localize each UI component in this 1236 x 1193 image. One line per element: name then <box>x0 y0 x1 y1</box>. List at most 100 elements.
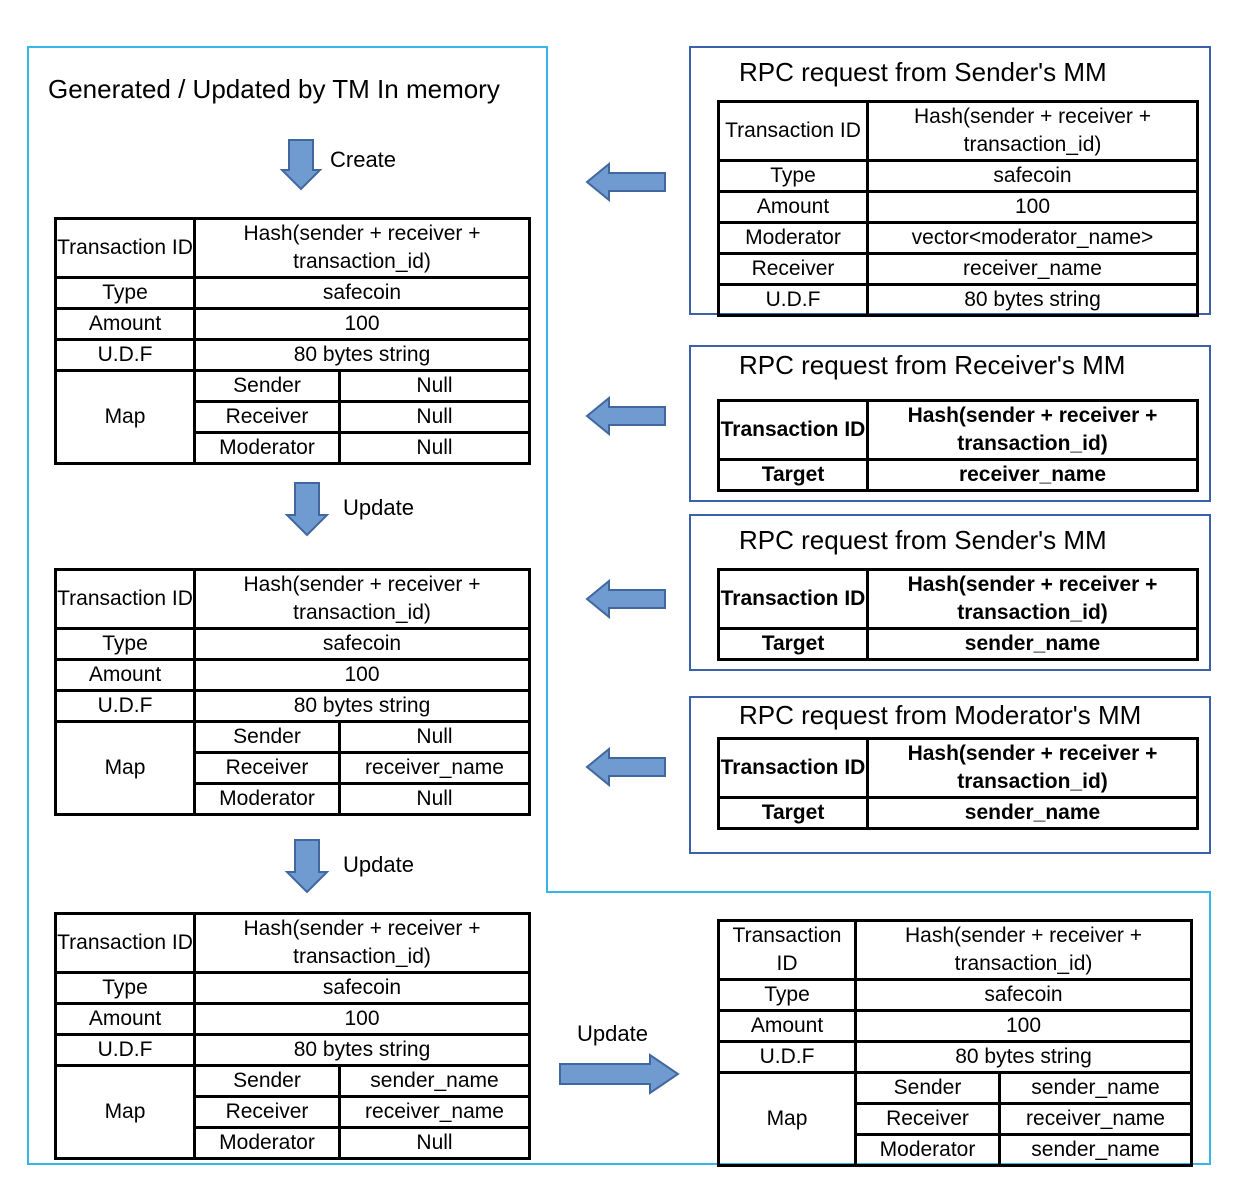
table-row: Transaction ID Hash(sender + receiver + … <box>54 912 531 974</box>
row-value: 100 <box>193 1002 531 1036</box>
row-label: Target <box>717 627 869 661</box>
row-value: 80 bytes string <box>854 1040 1193 1074</box>
step-label-final-update: Update <box>577 1021 648 1046</box>
table-row: Transaction ID Hash(sender + receiver + … <box>717 568 1199 630</box>
table-row: Transaction ID Hash(sender + receiver + … <box>717 919 1193 981</box>
rpc-title: RPC request from Sender's MM <box>739 57 1107 87</box>
map-label: Map <box>54 369 196 465</box>
row-value: safecoin <box>193 627 531 661</box>
row-value: receiver_name <box>866 252 1199 286</box>
map-role: Receiver <box>193 1095 341 1129</box>
map-value: Null <box>338 369 531 403</box>
row-label: Type <box>54 971 196 1005</box>
table-row: Transaction ID Hash(sender + receiver + … <box>717 737 1199 799</box>
map-value: receiver_name <box>338 1095 531 1129</box>
row-value: receiver_name <box>866 458 1199 492</box>
left-arrow-icon <box>585 578 666 620</box>
left-arrow-icon <box>585 395 666 437</box>
row-value: 80 bytes string <box>193 689 531 723</box>
transaction-id-value: Hash(sender + receiver + transaction_id) <box>854 919 1193 981</box>
row-value: sender_name <box>866 796 1199 830</box>
map-role: Sender <box>193 369 341 403</box>
right-arrow-icon <box>559 1053 680 1095</box>
row-label: U.D.F <box>54 689 196 723</box>
map-label: Map <box>54 1064 196 1160</box>
transaction-id-value: Hash(sender + receiver + transaction_id) <box>866 737 1199 799</box>
rpc-title: RPC request from Sender's MM <box>739 525 1107 555</box>
map-value: sender_name <box>998 1133 1193 1167</box>
map-role: Moderator <box>193 431 341 465</box>
rpc-title: RPC request from Moderator's MM <box>739 700 1142 730</box>
map-value: sender_name <box>338 1064 531 1098</box>
map-value: Null <box>338 431 531 465</box>
memory-panel-border <box>27 46 1211 1165</box>
transaction-id-value: Hash(sender + receiver + transaction_id) <box>866 399 1199 461</box>
table-row: Transaction ID Hash(sender + receiver + … <box>54 568 531 630</box>
transaction-id-label: Transaction ID <box>717 919 857 981</box>
memory-table-create: Transaction ID Hash(sender + receiver + … <box>54 217 531 465</box>
table-row: Transaction ID Hash(sender + receiver + … <box>717 100 1199 162</box>
transaction-id-value: Hash(sender + receiver + transaction_id) <box>866 568 1199 630</box>
rpc-table-receiver: Transaction ID Hash(sender + receiver + … <box>717 399 1199 492</box>
row-value: sender_name <box>866 627 1199 661</box>
row-label: Type <box>717 978 857 1012</box>
rpc-box-3-border <box>689 514 1211 671</box>
map-role: Moderator <box>854 1133 1001 1167</box>
rpc-box-4-border <box>689 696 1211 854</box>
table-row: Map Sender sender_name <box>54 1064 531 1160</box>
map-value: sender_name <box>998 1071 1193 1105</box>
transaction-id-value: Hash(sender + receiver + transaction_id) <box>193 568 531 630</box>
transaction-id-value: Hash(sender + receiver + transaction_id) <box>866 100 1199 162</box>
row-label: Type <box>54 627 196 661</box>
map-role: Sender <box>854 1071 1001 1105</box>
rpc-table-moderator: Transaction ID Hash(sender + receiver + … <box>717 737 1199 830</box>
transaction-id-value: Hash(sender + receiver + transaction_id) <box>193 912 531 974</box>
row-value: 100 <box>854 1009 1193 1043</box>
transaction-id-label: Transaction ID <box>717 568 869 630</box>
map-value: Null <box>338 400 531 434</box>
step-label-update: Update <box>343 495 414 520</box>
final-memory-table: Transaction ID Hash(sender + receiver + … <box>717 919 1193 1167</box>
memory-table-update-2: Transaction ID Hash(sender + receiver + … <box>54 912 531 1160</box>
row-label: Amount <box>54 1002 196 1036</box>
row-value: safecoin <box>854 978 1193 1012</box>
rpc-table-sender-target: Transaction ID Hash(sender + receiver + … <box>717 568 1199 661</box>
step-label-update: Update <box>343 852 414 877</box>
row-value: 100 <box>866 190 1199 224</box>
down-arrow-icon <box>284 839 330 894</box>
memory-panel-title: Generated / Updated by TM In memory <box>48 74 500 104</box>
row-value: safecoin <box>193 971 531 1005</box>
map-role: Receiver <box>193 400 341 434</box>
table-row: Map Sender Null <box>54 369 531 465</box>
row-value: 100 <box>193 658 531 692</box>
step-label-create: Create <box>330 147 397 172</box>
transaction-id-label: Transaction ID <box>717 737 869 799</box>
map-value: receiver_name <box>998 1102 1193 1136</box>
transaction-id-label: Transaction ID <box>54 568 196 630</box>
transaction-id-label: Transaction ID <box>54 912 196 974</box>
map-role: Moderator <box>193 782 341 816</box>
left-arrow-icon <box>585 746 666 788</box>
transaction-id-value: Hash(sender + receiver + transaction_id) <box>193 217 531 279</box>
row-label: Type <box>54 276 196 310</box>
row-label: Amount <box>54 658 196 692</box>
